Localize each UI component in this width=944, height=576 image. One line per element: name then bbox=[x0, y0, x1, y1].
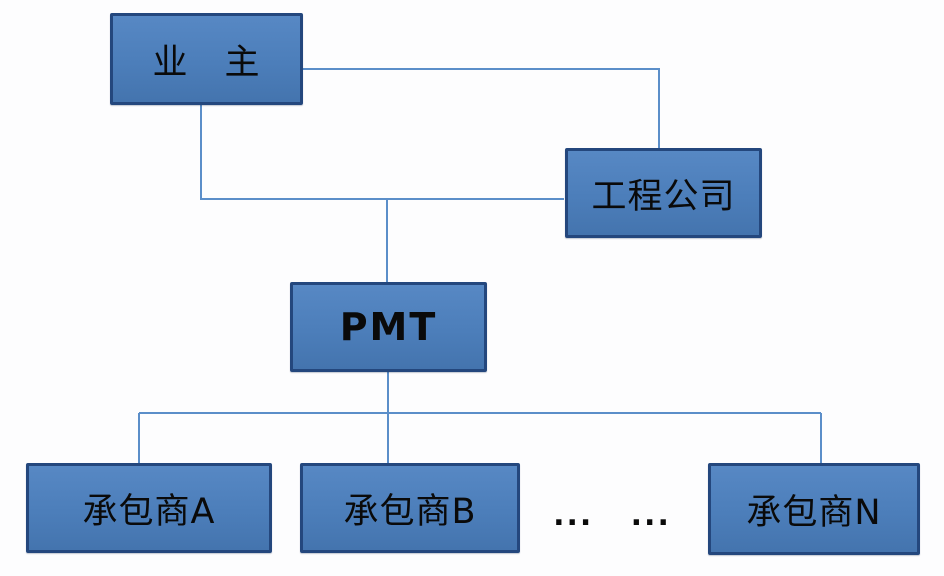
node-engineering-company-label: 工程公司 bbox=[591, 176, 736, 217]
edge-pmt-rake bbox=[139, 372, 821, 414]
node-pmt: PMT bbox=[290, 282, 487, 372]
node-owner-label: 业 主 bbox=[152, 42, 261, 83]
contractors-ellipsis-text: ... ... bbox=[553, 497, 671, 533]
node-contractor-b-label: 承包商B bbox=[343, 491, 477, 532]
node-contractor-n-label: 承包商N bbox=[746, 492, 882, 533]
node-contractor-n: 承包商N bbox=[708, 463, 920, 555]
node-contractor-a: 承包商A bbox=[26, 463, 272, 553]
contractors-ellipsis: ... ... bbox=[552, 490, 672, 540]
node-engineering-company: 工程公司 bbox=[565, 148, 762, 238]
node-contractor-b: 承包商B bbox=[300, 463, 520, 553]
edge-owner-engineering-top bbox=[303, 68, 660, 148]
node-owner: 业 主 bbox=[110, 13, 303, 105]
node-contractor-a-label: 承包商A bbox=[82, 491, 216, 532]
edge-owner-engineering-side bbox=[200, 105, 564, 200]
node-pmt-label: PMT bbox=[339, 305, 438, 349]
